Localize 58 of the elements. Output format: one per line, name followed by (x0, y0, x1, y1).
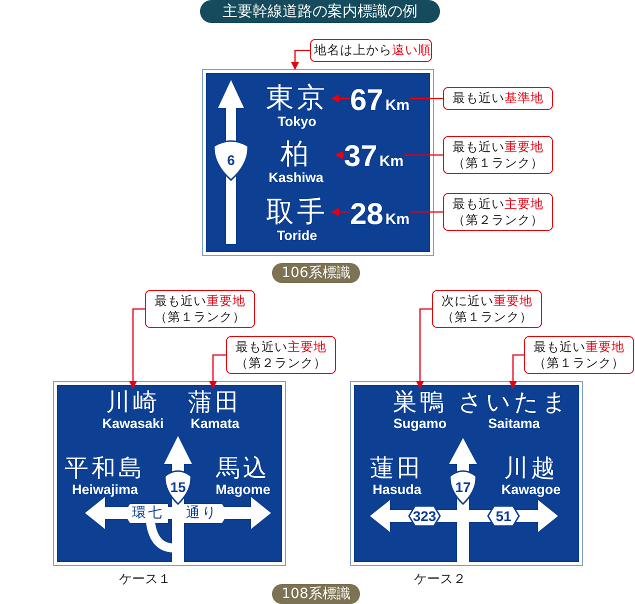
leader-line (209, 354, 226, 389)
place-name: 柏 (280, 138, 312, 170)
callout: 最も近い主要地（第２ランク） (443, 193, 553, 231)
callout: 地名は上から遠い順 (310, 39, 432, 62)
route-number: 323 (412, 508, 436, 524)
route-shield (487, 505, 520, 527)
place-name: 平和島 (64, 454, 146, 482)
route-number: 17 (455, 479, 471, 495)
leader-line (509, 354, 524, 389)
sign-type-badge: 106系標識 (272, 263, 360, 283)
callout: 最も近い重要地（第１ランク） (443, 136, 553, 174)
place-name: 川越 (504, 454, 558, 482)
place-name: 取手 (266, 196, 328, 228)
route-shield (408, 505, 441, 527)
caption: ケース１ (118, 571, 172, 589)
place-name: 蒲田 (188, 388, 242, 416)
leader-line (331, 208, 443, 216)
route-number: 15 (170, 479, 186, 495)
place-name-romaji: Saitama (488, 416, 540, 432)
callout: 最も近い主要地（第２ランク） (226, 336, 336, 374)
callout: 最も近い重要地（第１ランク） (524, 336, 634, 374)
route-name: 通り (186, 504, 218, 523)
place-name-romaji: Magome (216, 482, 270, 498)
leader-line (129, 308, 145, 389)
route-name: 環七 (132, 504, 164, 523)
place-name-romaji: Toride (276, 228, 318, 244)
sign-type-badge: 108系標識 (272, 584, 360, 604)
title: 主要幹線道路の案内標識の例 (200, 0, 440, 23)
place-name: さいたま (458, 388, 570, 416)
place-name-romaji: Heiwajima (72, 482, 138, 498)
route-shield (448, 469, 478, 505)
leader-line (331, 94, 443, 102)
road-sign (350, 381, 583, 566)
place-name: 蓮田 (370, 454, 424, 482)
route-number: 51 (496, 508, 512, 524)
place-name-romaji: Kashiwa (268, 170, 324, 186)
road-sign (202, 69, 434, 256)
place-name: 川崎 (106, 388, 160, 416)
route-number: 6 (227, 152, 235, 168)
route-shield (163, 469, 193, 505)
road-sign (53, 381, 286, 566)
place-name-romaji: Kawasaki (102, 416, 164, 432)
place-name: 巣鴨 (393, 388, 447, 416)
caption: ケース２ (413, 571, 467, 589)
place-name-romaji: Kamata (190, 416, 240, 432)
leader-line (335, 151, 443, 159)
callout: 最も近い重要地（第１ランク） (145, 290, 255, 328)
callout: 次に近い重要地（第１ランク） (432, 290, 542, 328)
place-name-romaji: Hasuda (372, 482, 422, 498)
leader-line (291, 50, 310, 70)
place-name: 東京 (266, 82, 328, 114)
place-name: 馬込 (216, 454, 270, 482)
route-shield (212, 139, 250, 181)
callout: 最も近い基準地 (443, 87, 553, 110)
leader-line (416, 308, 432, 389)
place-name-romaji: Sugamo (393, 416, 447, 432)
place-name-romaji: Tokyo (278, 114, 316, 130)
place-name-romaji: Kawagoe (501, 482, 561, 498)
